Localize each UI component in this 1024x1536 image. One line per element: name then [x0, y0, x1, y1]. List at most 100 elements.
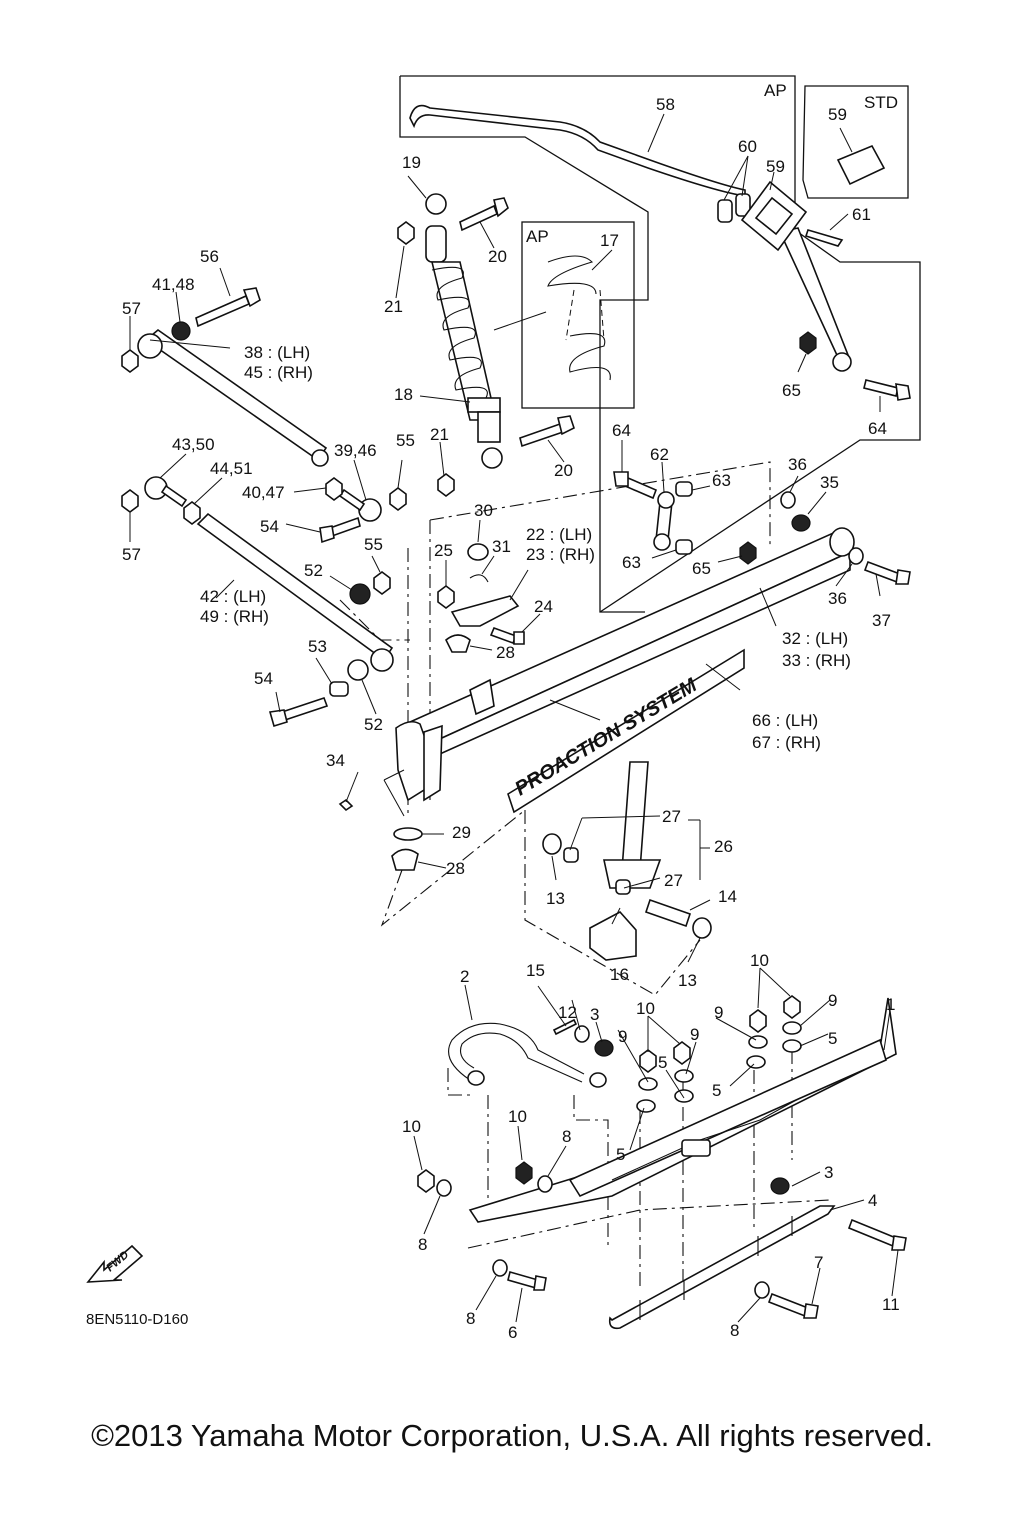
bracket-60: [717, 193, 751, 223]
shock-absorber: [425, 193, 503, 469]
bolt-64-upper: [863, 379, 911, 401]
collar-14: [644, 898, 692, 928]
callout-8: 8: [730, 1321, 739, 1340]
callout-56: 56: [200, 247, 219, 266]
callout-59: 59: [828, 105, 847, 124]
link-62: [653, 491, 675, 551]
nut-10-c: [749, 1009, 767, 1033]
callout-54: 54: [260, 517, 279, 536]
callout-13: 13: [678, 971, 697, 990]
callout-21: 21: [430, 425, 449, 444]
washer-36-lower: [848, 547, 864, 565]
bolt-64-lower: [613, 471, 658, 500]
plate-59-std: [836, 144, 886, 186]
collar-13-b: [692, 917, 712, 939]
callout-8: 8: [562, 1127, 571, 1146]
callout-23: 23 : (RH): [526, 545, 595, 564]
callout-55: 55: [396, 431, 415, 450]
callout-20: 20: [488, 247, 507, 266]
pin-61: [804, 229, 844, 247]
bolt-54-lower: [268, 696, 329, 728]
label-std: STD: [864, 93, 898, 112]
washer-9-d: [782, 1021, 802, 1035]
callout-9: 9: [618, 1027, 627, 1046]
callout-52: 52: [304, 561, 323, 580]
callout-64: 64: [868, 419, 887, 438]
callout-11: 11: [882, 1295, 900, 1314]
callout-44-51: 44,51: [210, 459, 253, 478]
collar-63-upper: [675, 481, 693, 497]
callout-62: 62: [650, 445, 669, 464]
fwd-arrow-icon: FWD: [86, 1244, 144, 1283]
callout-16: 16: [610, 965, 629, 984]
callout-15: 15: [526, 961, 545, 980]
bolt-43: [160, 484, 188, 508]
callout-27: 27: [662, 807, 681, 826]
bolt-37: [863, 560, 911, 585]
bolt-40: [338, 488, 366, 512]
callout-36: 36: [788, 455, 807, 474]
callout-53: 53: [308, 637, 327, 656]
callout-13: 13: [546, 889, 565, 908]
plate-59: [740, 180, 808, 252]
callout-5: 5: [658, 1053, 667, 1072]
bushing-3-upper: [594, 1039, 614, 1057]
callout-64: 64: [612, 421, 631, 440]
callout-5: 5: [712, 1081, 721, 1100]
callout-10: 10: [508, 1107, 527, 1126]
bolt-7: [767, 1292, 819, 1319]
callout-40-47: 40,47: [242, 483, 285, 502]
callout-61: 61: [852, 205, 871, 224]
bushing-27-b: [615, 879, 631, 895]
callout-34: 34: [326, 751, 345, 770]
nut-21-upper: [397, 221, 415, 245]
nut-10-f: [515, 1161, 533, 1185]
callout-22: 22 : (LH): [526, 525, 592, 544]
callout-65: 65: [782, 381, 801, 400]
label-ap-main: AP: [764, 81, 787, 100]
callout-12: 12: [558, 1003, 577, 1022]
callout-49: 49 : (RH): [200, 607, 269, 626]
plate-5-a: [636, 1099, 656, 1113]
bolt-24: [489, 626, 525, 645]
std-option-frame: [802, 85, 909, 199]
callout-36: 36: [828, 589, 847, 608]
bolt-11: [847, 1218, 907, 1251]
callout-45: 45 : (RH): [244, 363, 313, 382]
nut-25: [437, 585, 455, 609]
callout-5: 5: [828, 1029, 837, 1048]
callout-27: 27: [664, 871, 683, 890]
bolt-20-lower: [519, 415, 575, 448]
bushing-52-lower: [347, 659, 369, 681]
bolt-6: [507, 1271, 547, 1291]
nut-10-e: [417, 1169, 435, 1193]
nut-65-upper: [799, 331, 817, 355]
nut-57-lower: [121, 489, 139, 513]
part-callouts: 1 2 3 3 4 5 5 5 5 6 7 8 8 8 8 9 9 9 9 10…: [122, 95, 900, 1342]
callout-4: 4: [868, 1191, 877, 1210]
callout-65: 65: [692, 559, 711, 578]
plate-5-d: [782, 1039, 802, 1053]
leader-lines: [129, 113, 899, 1323]
washer-8-c: [492, 1259, 508, 1277]
callout-54: 54: [254, 669, 273, 688]
callout-9: 9: [690, 1025, 699, 1044]
callout-58: 58: [656, 95, 675, 114]
callout-30: 30: [474, 501, 493, 520]
spindle-26: [603, 761, 662, 889]
nut-57-upper: [121, 349, 139, 373]
washer-12: [574, 1025, 590, 1043]
washer-8-a: [436, 1179, 452, 1197]
copyright-notice: ©2013 Yamaha Motor Corporation, U.S.A. A…: [91, 1418, 933, 1453]
callout-57: 57: [122, 299, 141, 318]
ap-spring-frame: [521, 221, 635, 409]
steering-arm-22: [450, 595, 520, 627]
callout-67: 67 : (RH): [752, 733, 821, 752]
collar-63-lower: [675, 539, 693, 555]
callout-37: 37: [872, 611, 891, 630]
pin-15: [552, 1018, 578, 1036]
bushing-52-upper: [349, 583, 371, 605]
washer-9-b: [674, 1069, 694, 1083]
collar-53: [329, 681, 349, 697]
callout-6: 6: [508, 1323, 517, 1342]
